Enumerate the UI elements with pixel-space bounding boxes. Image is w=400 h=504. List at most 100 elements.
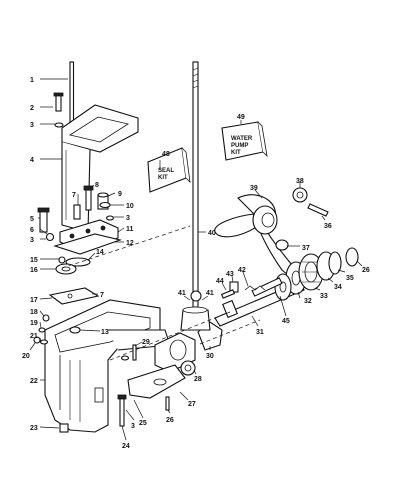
bearing-part-41 [180, 290, 211, 331]
callout-number: 7 [72, 192, 76, 199]
callout-number: 39 [250, 185, 258, 192]
bolt-part-24 [117, 394, 127, 427]
callout-number: 25 [139, 420, 147, 427]
callout-number: 7 [100, 292, 104, 299]
callout-number: 20 [22, 353, 30, 360]
callout-number: 17 [30, 297, 38, 304]
callout-number: 27 [188, 401, 196, 408]
callout-number: 23 [30, 425, 38, 432]
plug-part-18 [42, 314, 50, 322]
callout-number: 4 [30, 157, 34, 164]
callout-number: 40 [208, 230, 216, 237]
callout-number: 29 [142, 339, 150, 346]
gear-part-47 [274, 273, 292, 301]
washer-part-3-mid [105, 215, 115, 221]
callout-number: 49 [237, 114, 245, 121]
callout-number: 26 [166, 417, 174, 424]
callout-number: 18 [30, 309, 38, 316]
callout-number: 32 [304, 298, 312, 305]
o-ring-part-35 [328, 251, 342, 275]
callout-number: 36 [324, 223, 332, 230]
callout-number: 26 [362, 267, 370, 274]
callout-number: 3 [30, 237, 34, 244]
callout-number: 15 [30, 257, 38, 264]
trim-tab-part-27 [127, 364, 186, 399]
callout-number: 14 [96, 249, 104, 256]
callout-number: 12 [126, 240, 134, 247]
callout-number: 41 [178, 290, 186, 297]
callout-number: 16 [30, 267, 38, 274]
callout-number: 21 [30, 333, 38, 340]
callout-number: 45 [282, 318, 290, 325]
callout-number: 48 [162, 151, 170, 158]
plate-part-12 [53, 233, 122, 255]
callout-number: 24 [122, 443, 130, 450]
callout-number: 3 [30, 122, 34, 129]
washer-part-3-low [120, 355, 130, 361]
callout-number: 11 [126, 226, 134, 233]
callout-number: 6 [30, 227, 34, 234]
clutch-part-45 [251, 277, 283, 297]
nut-part-6 [45, 232, 55, 242]
gasket-part-17 [48, 287, 100, 305]
alignment-lines [61, 225, 261, 361]
drain-plug-part-23 [59, 423, 69, 433]
callout-number: 3 [131, 423, 135, 430]
callout-number: 28 [194, 376, 202, 383]
driveshaft-part-46 [192, 61, 199, 308]
callout-number: 44 [216, 278, 224, 285]
propeller-part-39 [214, 194, 298, 276]
callout-layer: 1 2 3 4 5 6 3 7 8 9 10 3 11 12 14 15 16 [22, 77, 370, 450]
gearcase-housing-part-22 [44, 299, 171, 433]
ring-part-16 [55, 263, 77, 275]
bolt-part-8 [83, 185, 94, 211]
callout-number: 41 [206, 290, 214, 297]
adapter-plate-part-4 [61, 104, 139, 233]
seal-part-9 [99, 201, 111, 209]
screw-part-25 [132, 344, 137, 361]
gear-part-28 [180, 360, 196, 376]
key-part-7 [73, 204, 81, 220]
nut-part-38 [292, 187, 308, 203]
washer-part-3-top [54, 122, 64, 128]
screw-part-2 [53, 92, 64, 112]
screw-part-19 [38, 327, 46, 333]
callout-number: 2 [30, 105, 34, 112]
callout-number: 35 [346, 275, 354, 282]
impeller-cup-part-10 [97, 192, 109, 210]
pin-part-5 [37, 207, 50, 233]
callout-number: 43 [226, 271, 234, 278]
callout-number: 37 [302, 245, 310, 252]
callout-number: 9 [118, 191, 122, 198]
impeller-part-15 [58, 256, 66, 264]
impeller-part-14 [65, 257, 91, 267]
callout-number: 8 [95, 182, 99, 189]
callout-number: 13 [101, 329, 109, 336]
spring-part-42 [244, 285, 266, 291]
retainer-part-26-right [345, 247, 359, 267]
callout-number: 38 [296, 178, 304, 185]
callout-number: 3 [126, 215, 130, 222]
callout-number: 31 [256, 329, 264, 336]
seal-part-13 [69, 326, 81, 334]
pin-part-44 [220, 289, 236, 299]
callout-number: 34 [334, 284, 342, 291]
callout-number: 33 [320, 293, 328, 300]
nut-part-20 [33, 336, 41, 344]
callout-number: 5 [30, 216, 34, 223]
pin-part-36 [307, 203, 329, 217]
thrust-hub-part-37 [275, 239, 289, 251]
callout-number: 10 [126, 203, 134, 210]
callout-number: 19 [30, 320, 38, 327]
screw-part-26-low [165, 396, 170, 411]
callout-number: 42 [238, 267, 246, 274]
callout-number: 22 [30, 378, 38, 385]
screw-part-21 [39, 339, 49, 345]
callout-number: 1 [30, 77, 34, 84]
